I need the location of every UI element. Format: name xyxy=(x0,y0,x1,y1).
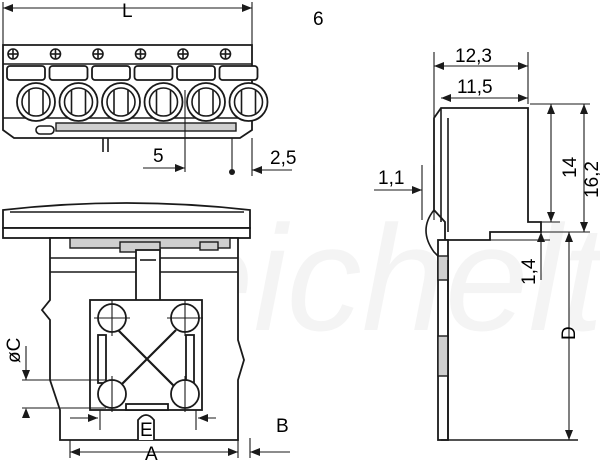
wire-entry-inner xyxy=(233,87,264,117)
arrowhead xyxy=(70,448,80,456)
release-tab xyxy=(6,65,46,81)
arrowhead xyxy=(565,232,573,242)
pin-slot xyxy=(199,241,219,251)
arrowhead xyxy=(547,104,555,114)
arrowhead xyxy=(547,212,555,222)
pin-collar xyxy=(437,335,449,377)
side-body xyxy=(433,107,542,241)
dim-label-1-4: 1,4 xyxy=(519,258,540,285)
arrowhead xyxy=(22,408,30,418)
cross-strut xyxy=(117,329,177,389)
flange-rib xyxy=(97,334,107,384)
arrowhead xyxy=(412,186,422,194)
cover-band xyxy=(2,227,251,239)
dim-label-2-5: 2,5 xyxy=(270,148,296,169)
dim-label-C: øC xyxy=(4,338,25,363)
release-tab xyxy=(133,65,174,81)
arrowhead xyxy=(88,414,98,422)
latch-slot xyxy=(35,125,55,135)
dim-label-14: 14 xyxy=(560,156,581,178)
arrowhead xyxy=(228,448,238,456)
arrowhead xyxy=(580,222,588,232)
arrowhead xyxy=(580,104,588,114)
wire-entry-inner xyxy=(191,87,221,117)
latch-curve xyxy=(425,209,439,257)
marking-strip xyxy=(55,122,237,132)
dim-label-D: D xyxy=(559,326,580,340)
release-tab xyxy=(48,65,89,81)
release-tab xyxy=(176,65,216,81)
flange-slot xyxy=(125,403,169,411)
arrowhead xyxy=(441,94,451,102)
dim-label-A: A xyxy=(145,444,158,461)
arrowhead xyxy=(175,164,185,172)
wire-entry-inner xyxy=(106,87,136,117)
arrowhead xyxy=(3,4,13,12)
screw-row xyxy=(6,48,269,122)
arrowhead xyxy=(250,448,260,456)
arrowhead xyxy=(434,62,444,70)
dim-label-12-3: 12,3 xyxy=(455,46,492,67)
dim-label-16-2: 16,2 xyxy=(582,161,600,198)
release-tab xyxy=(218,65,259,81)
cover-top xyxy=(2,202,251,229)
side-view: 12,3 11,5 1,1 14 16,2 xyxy=(374,46,600,441)
arrowhead xyxy=(198,414,208,422)
dim-label-5: 5 xyxy=(153,146,164,167)
bottom-notch xyxy=(137,414,155,440)
pin-collar xyxy=(437,255,449,281)
arrowhead xyxy=(252,166,262,174)
top-view: L 5 2,5 xyxy=(2,1,296,176)
arrowhead xyxy=(242,4,252,12)
dim-label-1-1: 1,1 xyxy=(378,168,404,189)
bottom-view: øC E A B xyxy=(2,202,290,461)
reference-dot xyxy=(229,169,235,175)
dim-label-11-5: 11,5 xyxy=(457,77,493,98)
wire-entry-inner xyxy=(63,87,94,117)
arrowhead xyxy=(565,430,573,440)
arrowhead xyxy=(518,62,528,70)
dim-label-B: B xyxy=(276,416,289,437)
figure-number: 6 xyxy=(313,9,324,30)
arrowhead xyxy=(518,94,528,102)
flange-rib xyxy=(185,334,195,384)
wire-entry-inner xyxy=(148,87,179,117)
dim-label-E: E xyxy=(140,420,153,441)
release-tab xyxy=(91,65,131,81)
dim-label-L: L xyxy=(122,1,133,22)
arrowhead xyxy=(22,370,30,380)
wire-entry-inner xyxy=(21,87,51,117)
